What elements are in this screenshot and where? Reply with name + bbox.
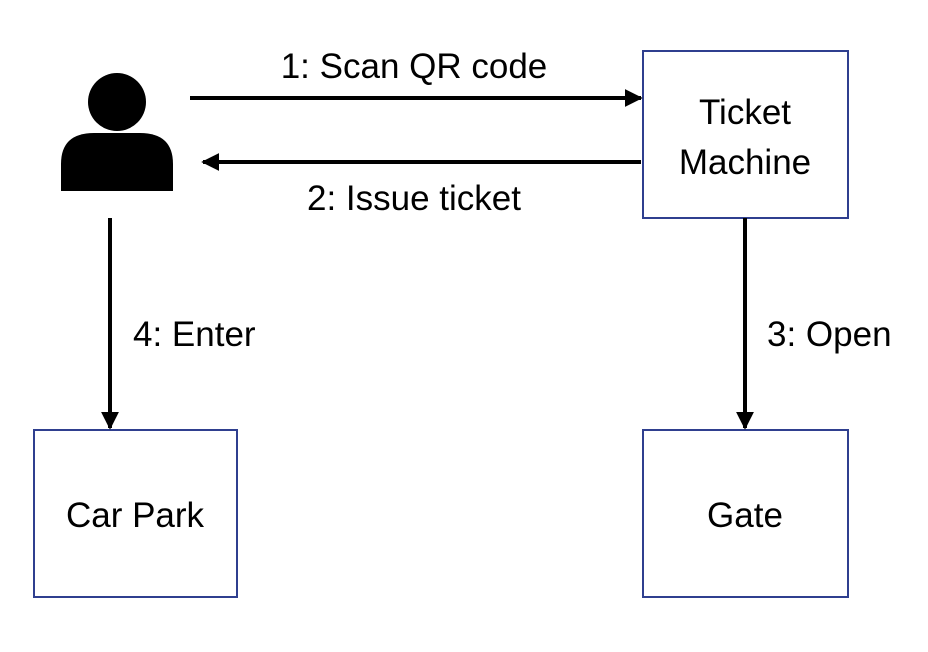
car-park-node: Car Park xyxy=(33,429,238,598)
edge-enter: 4: Enter xyxy=(101,218,256,430)
car-park-box xyxy=(33,429,238,598)
gate-label: Gate xyxy=(707,496,783,535)
issue-ticket-label: 2: Issue ticket xyxy=(307,179,521,218)
ticket-machine-box xyxy=(642,50,849,219)
edge-scan-qr: 1: Scan QR code xyxy=(190,47,643,107)
scan-qr-label: 1: Scan QR code xyxy=(281,47,548,86)
person-icon xyxy=(61,73,173,191)
ticket-machine-label-line1: Ticket xyxy=(699,93,791,132)
gate-box xyxy=(642,429,849,598)
gate-node: Gate xyxy=(642,429,849,598)
enter-label: 4: Enter xyxy=(133,315,256,354)
car-park-label: Car Park xyxy=(66,496,205,535)
edge-open: 3: Open xyxy=(736,218,892,430)
ticket-machine-node: Ticket Machine xyxy=(642,50,849,219)
edge-issue-ticket: 2: Issue ticket xyxy=(201,153,641,218)
ticket-machine-label-line2: Machine xyxy=(679,143,811,182)
open-label: 3: Open xyxy=(767,315,892,354)
